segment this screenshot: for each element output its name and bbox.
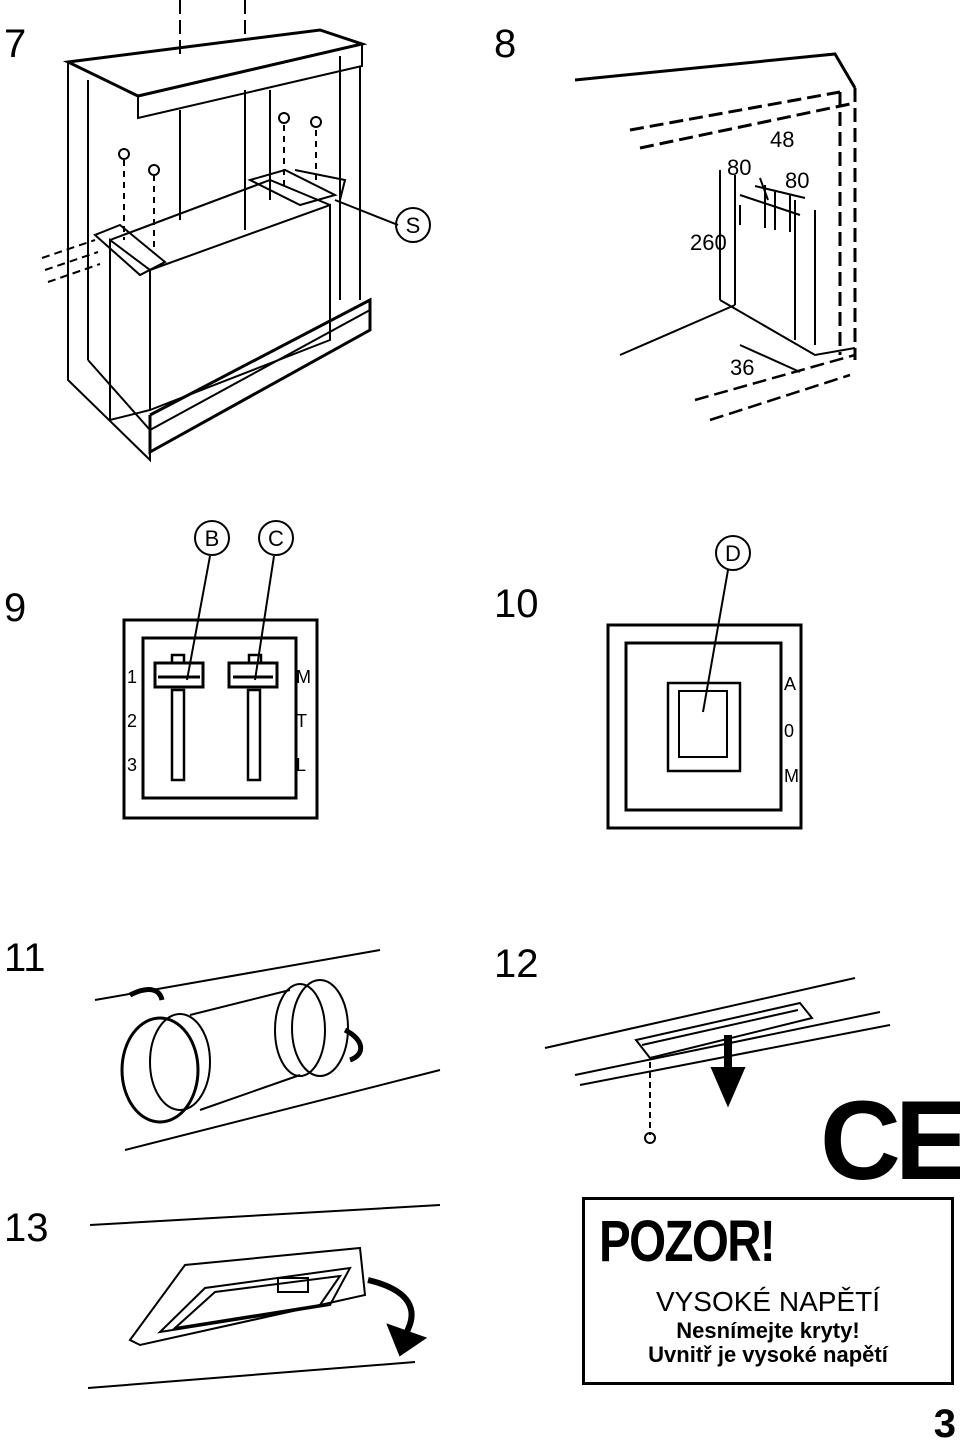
dim-80-right: 80 (785, 168, 809, 193)
dim-48: 48 (770, 127, 794, 152)
label-c: C (268, 526, 284, 551)
dim-80-left: 80 (727, 155, 751, 180)
scale-right-l: L (296, 755, 306, 775)
figure-number-12: 12 (494, 942, 539, 986)
figure-number-10: 10 (494, 582, 539, 626)
scale-0: 0 (784, 721, 794, 741)
label-d: D (725, 541, 741, 566)
figure-13-drawing (87, 1204, 441, 1389)
scale-a: A (784, 674, 796, 694)
figure-number-9: 9 (4, 586, 27, 630)
figure-number-13: 13 (4, 1206, 49, 1250)
label-s: S (406, 213, 421, 238)
warning-box: POZOR! VYSOKÉ NAPĚTÍ Nesnímejte kryty! U… (582, 1197, 954, 1385)
warning-line-3: Uvnitř je vysoké napětí (648, 1342, 888, 1367)
scale-m: M (784, 766, 799, 786)
scale-right-t: T (296, 711, 307, 731)
warning-line-2: Nesnímejte kryty! (676, 1318, 860, 1343)
ce-mark: CE (820, 1078, 960, 1203)
figure-number-8: 8 (494, 22, 517, 66)
warning-title: POZOR! (599, 1209, 776, 1274)
figure-11-drawing (94, 949, 441, 1151)
scale-left-3: 3 (127, 755, 137, 775)
label-b: B (205, 526, 220, 551)
figure-9-drawing (122, 520, 319, 820)
figure-number-11: 11 (4, 936, 46, 980)
dim-260: 260 (690, 230, 727, 255)
figure-8-drawing (574, 52, 857, 422)
scale-left-1: 1 (127, 667, 137, 687)
scale-right-m: M (296, 667, 311, 687)
figure-number-7: 7 (4, 22, 27, 66)
dim-36: 36 (730, 355, 754, 380)
page-number: 3 (933, 1402, 956, 1446)
warning-line-1: VYSOKÉ NAPĚTÍ (655, 1286, 881, 1317)
figure-7-drawing (41, 0, 431, 463)
figure-10-drawing (606, 535, 803, 830)
figure-12-drawing (544, 977, 891, 1144)
scale-left-2: 2 (127, 711, 137, 731)
